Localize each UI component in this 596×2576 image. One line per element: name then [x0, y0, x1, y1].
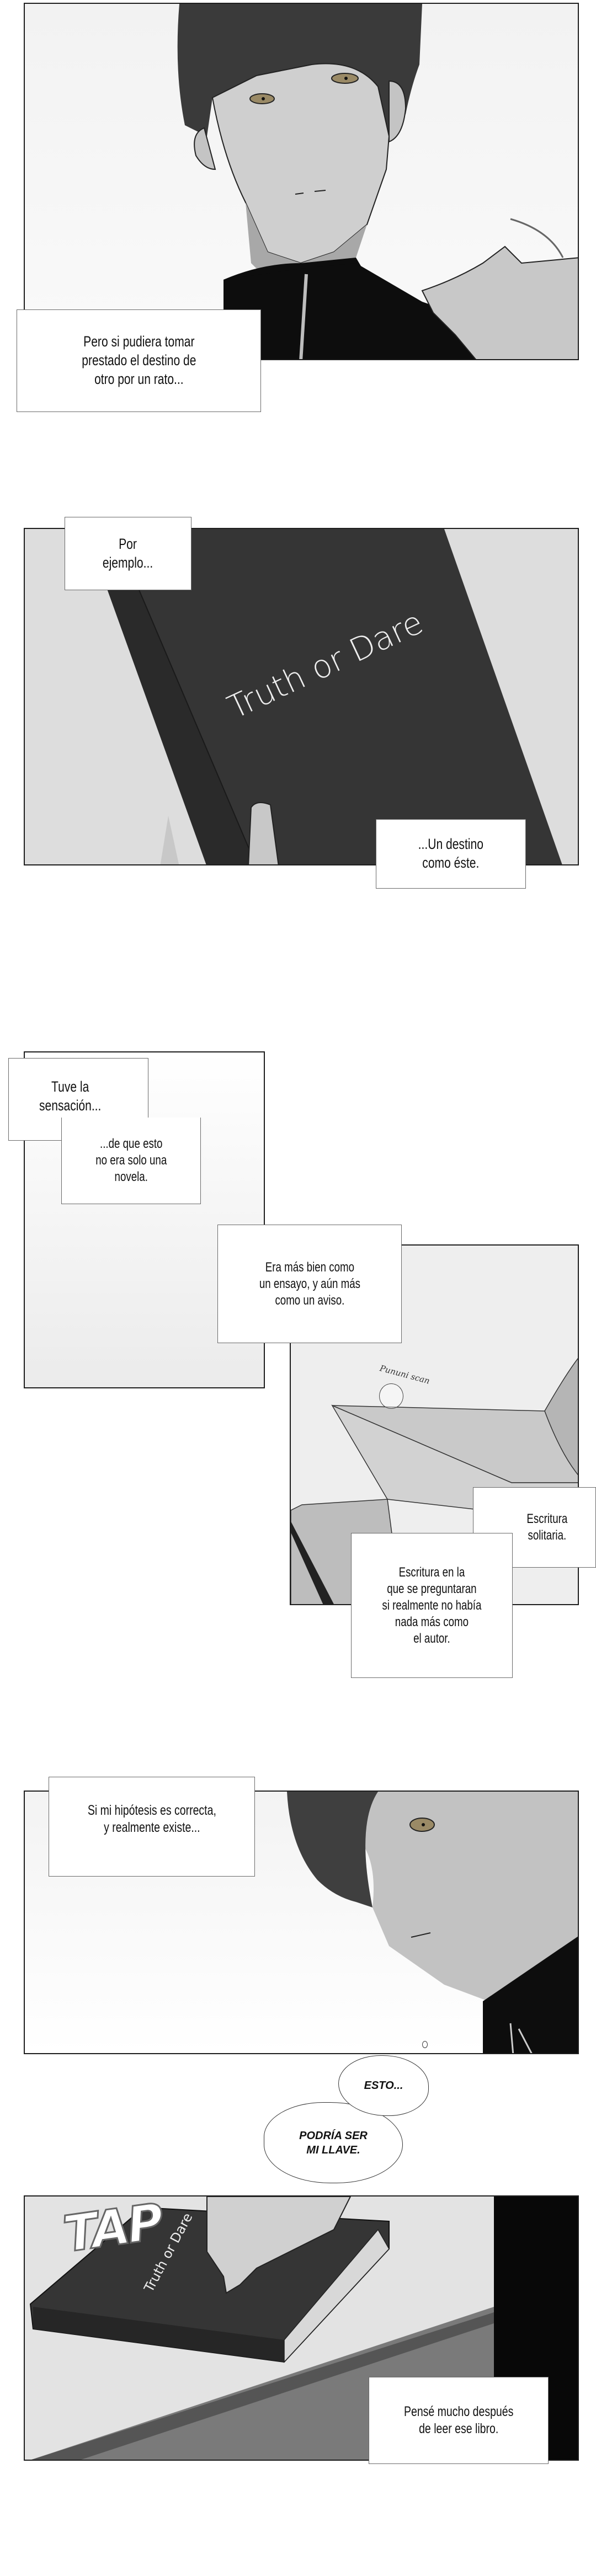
caption-box: Escritura en la que se preguntaran si re… — [351, 1533, 513, 1678]
caption-text: Escritura en la que se preguntaran si re… — [382, 1564, 482, 1646]
caption-box: ...de que esto no era solo una novela. — [61, 1118, 201, 1204]
caption-text: Era más bien como un ensayo, y aún más c… — [259, 1259, 360, 1308]
caption-box: Pero si pudiera tomar prestado el destin… — [17, 309, 261, 412]
caption-box: Era más bien como un ensayo, y aún más c… — [217, 1225, 402, 1343]
man-portrait-illustration — [170, 4, 578, 359]
caption-text: Escritura solitaria. — [526, 1511, 568, 1543]
caption-text: Si mi hipótesis es correcta, y realmente… — [87, 1803, 216, 1836]
bubble-text: PODRÍA SER MI LLAVE. — [299, 2129, 368, 2156]
panel-1 — [24, 3, 579, 360]
caption-text: Tuve la sensación... — [39, 1078, 102, 1114]
watermark-mascot-icon — [379, 1383, 403, 1409]
bubble-text: ESTO... — [364, 2080, 403, 2092]
thought-dot — [422, 2041, 428, 2048]
caption-text: ...Un destino como éste. — [418, 836, 484, 871]
caption-text: Pero si pudiera tomar prestado el destin… — [81, 333, 196, 387]
panel-2: Truth or Dare — [24, 528, 579, 865]
caption-box: ...Un destino como éste. — [376, 819, 526, 889]
book-closeup-illustration: Truth or Dare — [86, 529, 562, 864]
caption-box: Pensé mucho después de leer ese libro. — [369, 2377, 549, 2464]
caption-text: Por ejemplo... — [103, 535, 153, 571]
caption-text: Pensé mucho después de leer ese libro. — [403, 2403, 514, 2436]
man-profile-illustration — [287, 1792, 578, 2053]
thought-bubble: PODRÍA SER MI LLAVE. — [264, 2102, 403, 2183]
caption-text: ...de que esto no era solo una novela. — [95, 1136, 167, 1184]
caption-box: Si mi hipótesis es correcta, y realmente… — [49, 1777, 255, 1877]
caption-box: Por ejemplo... — [65, 517, 191, 590]
thought-bubble: ESTO... — [338, 2055, 429, 2116]
panel-5: Truth or Dare TAP — [24, 2195, 579, 2461]
